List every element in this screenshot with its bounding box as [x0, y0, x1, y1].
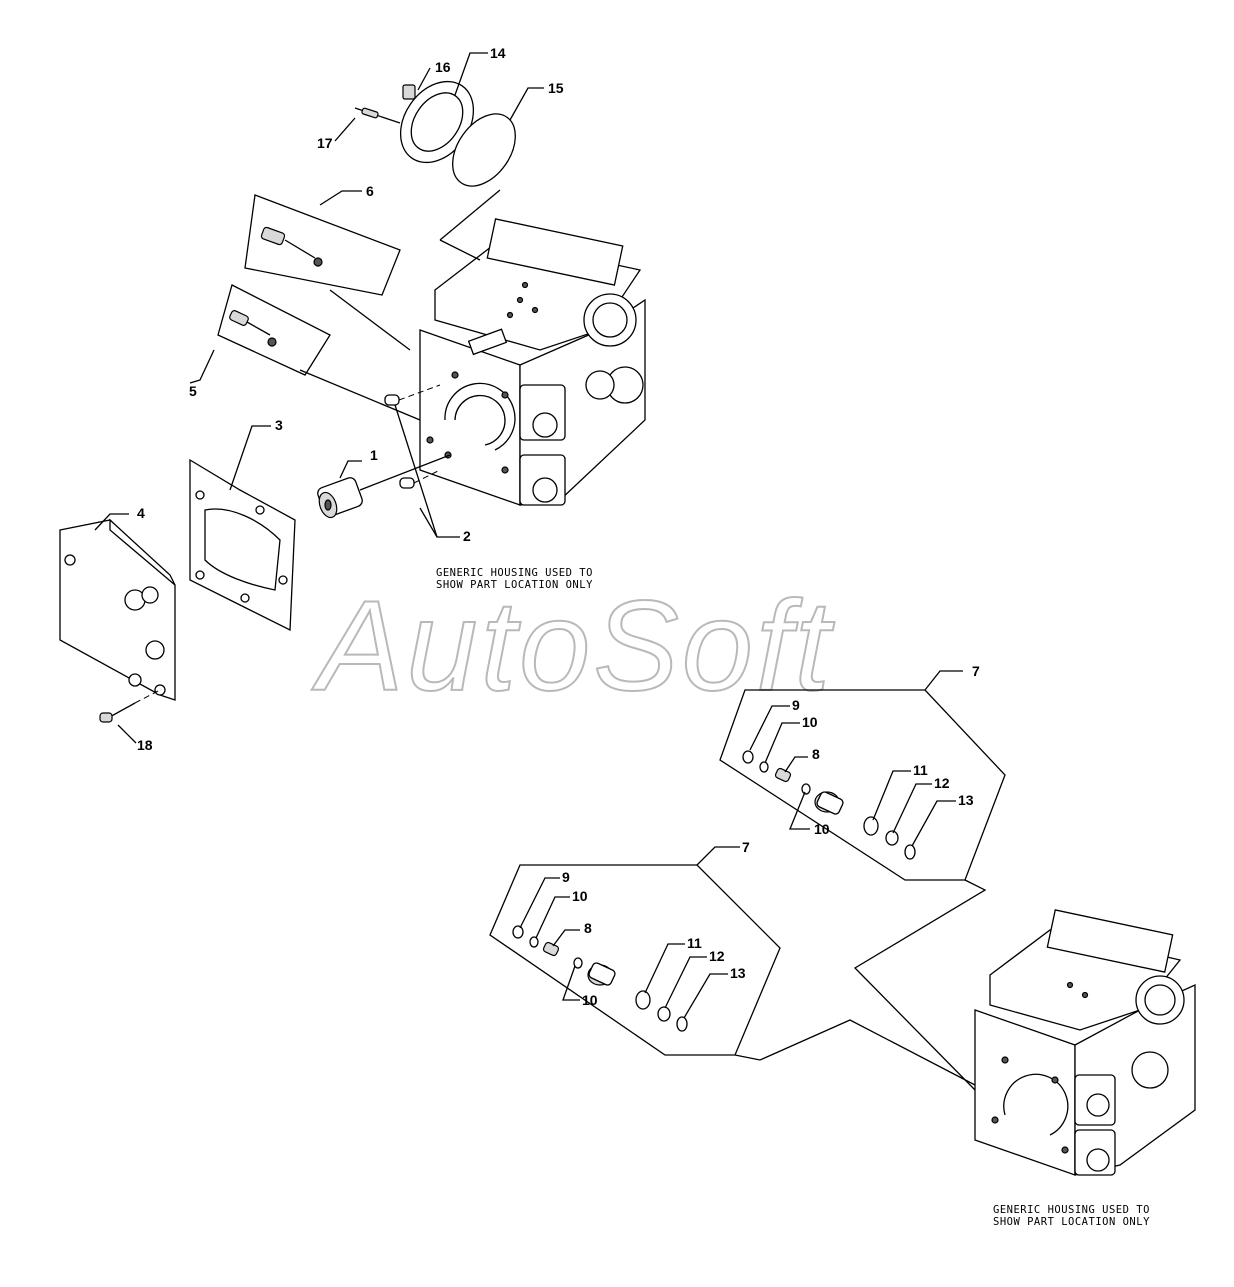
assembly-7-lower-box — [489, 864, 781, 1056]
callout-16: 16 — [435, 59, 451, 75]
callout-11-lower: 11 — [687, 935, 702, 951]
part-4-end-cover — [59, 518, 176, 701]
callout-14: 14 — [490, 45, 506, 61]
part-2-dowel-pins — [384, 384, 441, 489]
callout-8-lower: 8 — [584, 920, 592, 936]
part-1-coupling — [317, 454, 451, 519]
assembly-7-upper-box — [719, 689, 1006, 881]
assembly-7-lower-parts — [512, 925, 688, 1032]
note-lower-line2: SHOW PART LOCATION ONLY — [993, 1216, 1150, 1228]
callout-10b-upper: 10 — [814, 821, 830, 837]
callout-7-lower: 7 — [742, 839, 750, 855]
callout-11-upper: 11 — [913, 762, 928, 778]
callout-8-upper: 8 — [812, 746, 820, 762]
callout-3: 3 — [275, 417, 283, 433]
callout-1: 1 — [370, 447, 378, 463]
callout-17: 17 — [317, 135, 333, 151]
assembly-7-upper-parts — [742, 750, 916, 860]
callout-10-lower: 10 — [572, 888, 588, 904]
note-upper: GENERIC HOUSING USED TO SHOW PART LOCATI… — [436, 567, 593, 591]
part-18-screw — [99, 689, 161, 723]
callout-13-upper: 13 — [958, 792, 974, 808]
housing-upper — [419, 218, 646, 506]
callout-10-upper: 10 — [802, 714, 818, 730]
part-5-assembly-box — [217, 284, 331, 376]
callout-7-upper: 7 — [972, 663, 980, 679]
callout-4: 4 — [137, 505, 145, 521]
leader-lines — [94, 52, 963, 1019]
housing-lower — [974, 909, 1196, 1176]
part-16-fitting — [402, 84, 416, 100]
note-upper-line1: GENERIC HOUSING USED TO — [436, 567, 593, 579]
part-3-gasket — [189, 458, 296, 632]
note-lower: GENERIC HOUSING USED TO SHOW PART LOCATI… — [993, 1204, 1150, 1228]
part-17-screw — [354, 107, 401, 124]
callout-12-lower: 12 — [709, 948, 725, 964]
callout-13-lower: 13 — [730, 965, 746, 981]
part-15-gasket — [452, 113, 516, 187]
callout-9-lower: 9 — [562, 869, 570, 885]
watermark: AutoSoft — [311, 575, 834, 718]
callout-6: 6 — [366, 183, 374, 199]
note-lower-line1: GENERIC HOUSING USED TO — [993, 1204, 1150, 1216]
part-14-cover-plate — [399, 80, 475, 164]
callout-18: 18 — [137, 737, 153, 753]
callout-9-upper: 9 — [792, 697, 800, 713]
callout-12-upper: 12 — [934, 775, 950, 791]
callout-5: 5 — [189, 383, 197, 399]
callout-10b-lower: 10 — [582, 992, 598, 1008]
part-6-assembly-box — [244, 194, 401, 296]
assembly-connection-lines — [734, 879, 987, 1091]
note-upper-line2: SHOW PART LOCATION ONLY — [436, 579, 593, 591]
callout-2: 2 — [463, 528, 471, 544]
callout-numbers: 1 2 3 4 5 6 14 15 16 17 18 7 8 9 10 10 1… — [137, 45, 980, 1008]
callout-15: 15 — [548, 80, 564, 96]
